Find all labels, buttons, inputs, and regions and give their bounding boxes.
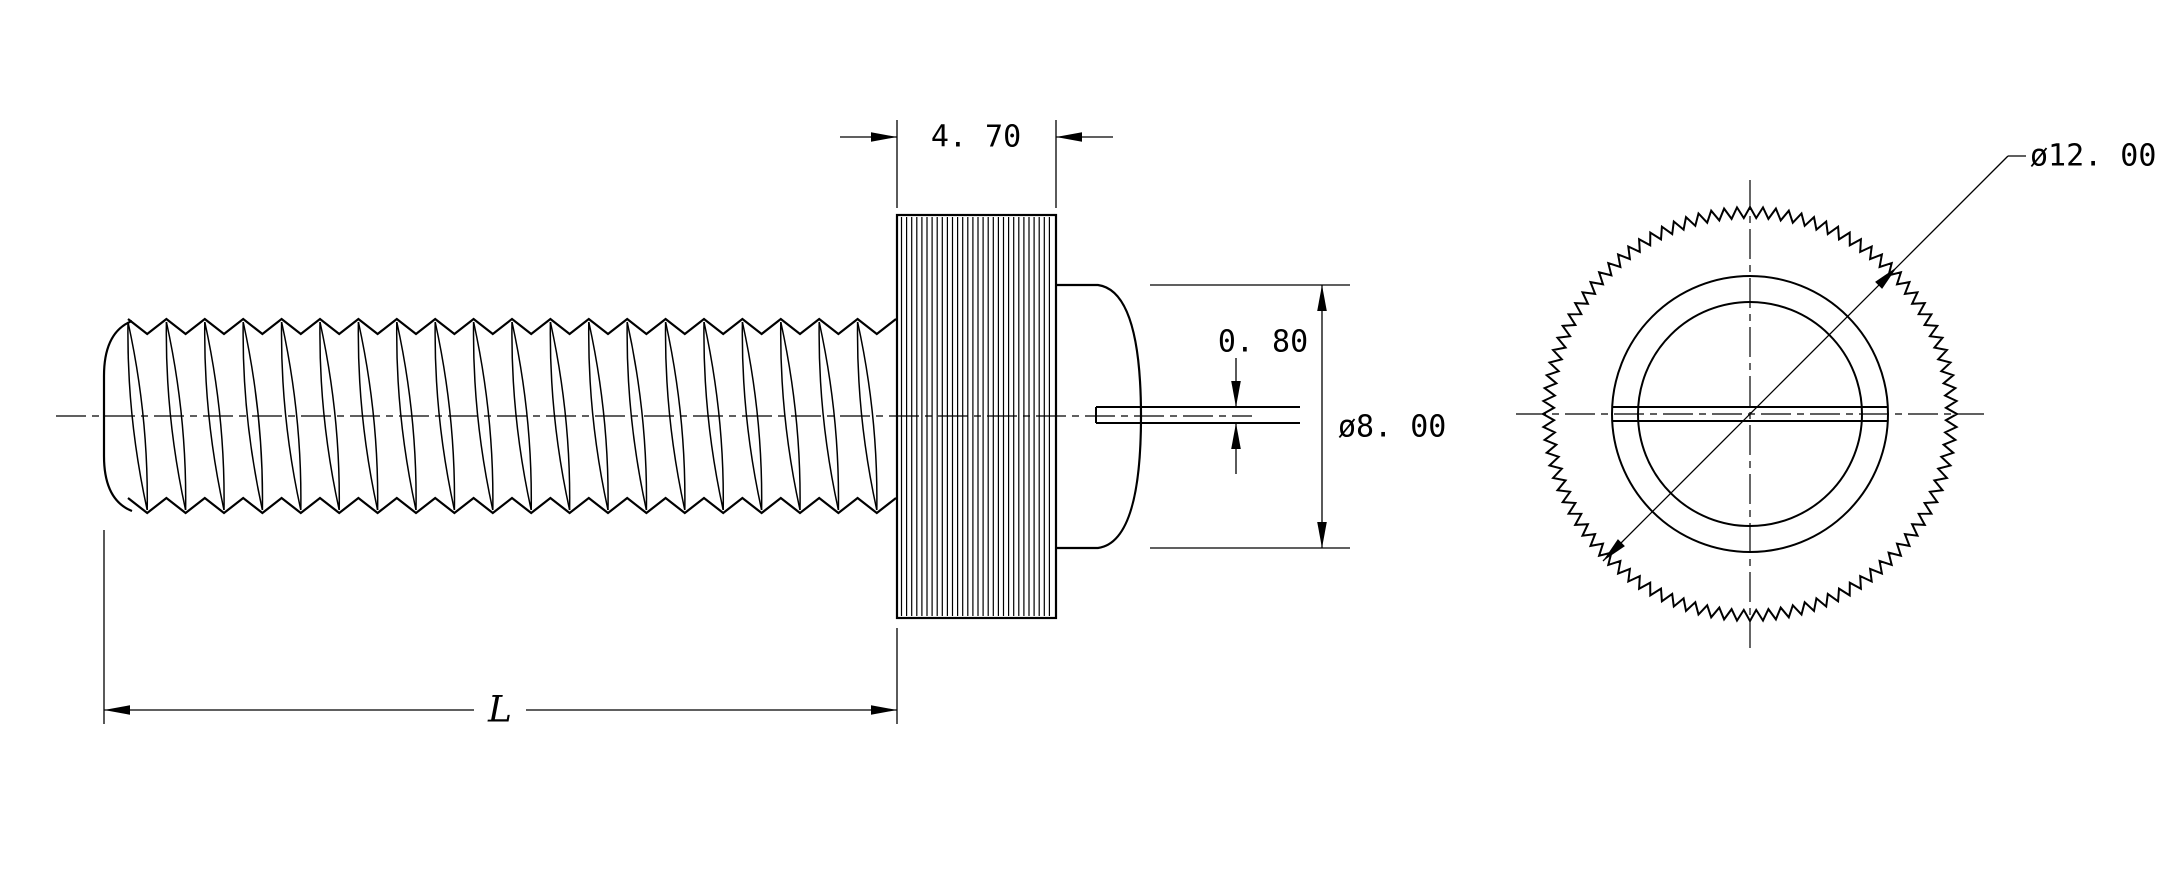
knurled-outer-circle (1540, 204, 1960, 624)
thread-flank (626, 321, 648, 511)
dimension-text-head-width: 4. 70 (931, 120, 1021, 155)
thread-flank (664, 321, 686, 511)
thread-flank (664, 321, 686, 511)
knurl-texture (900, 217, 1051, 616)
slotted-boss (1056, 283, 1300, 550)
boss-circle (1611, 275, 1889, 553)
arrowhead (1317, 285, 1327, 311)
thread-flank (203, 321, 225, 511)
thread-flank (856, 321, 878, 511)
thread-flank (357, 321, 379, 511)
arrowhead (1056, 132, 1082, 142)
thread-flank (357, 321, 379, 511)
thread-flank (587, 321, 609, 511)
arrowhead (1231, 423, 1241, 449)
thread-flank (472, 321, 494, 511)
dimension-slot-width: 0. 80 (1218, 325, 1308, 474)
thread-flank (472, 321, 494, 511)
dimension-head-width: 4. 70 (840, 120, 1113, 208)
knurled-head-side (895, 213, 1058, 620)
thread-flank (818, 321, 840, 511)
head-outline (895, 213, 1058, 620)
arrowhead (1231, 381, 1241, 407)
thread-flank (588, 321, 609, 511)
thread-crest-top (127, 317, 897, 336)
thread-flank (741, 321, 763, 511)
side-view: 4. 70 0. 80 ø8. 00 L (56, 120, 1446, 731)
dimension-line-diagonal (1602, 155, 2009, 562)
thread-flank (242, 321, 264, 511)
screw-tip (102, 319, 133, 513)
thread-flank (741, 321, 763, 511)
arrowhead (1603, 539, 1625, 561)
dimension-text-shaft-diameter: ø8. 00 (1338, 410, 1446, 445)
arrowhead (871, 705, 897, 715)
dimension-head-diameter: ø12. 00 (1602, 139, 2156, 562)
thread-crest-bottom (127, 496, 897, 515)
slot-end-view (1613, 406, 1887, 422)
knurl-teeth-circle (1540, 204, 1960, 624)
thread-flank (434, 321, 456, 511)
arrowhead (871, 132, 897, 142)
thread-flank (626, 321, 648, 511)
arrowhead (1875, 267, 1897, 289)
thread-flank (280, 321, 302, 511)
thread-flank (127, 321, 149, 511)
thread-flank (396, 321, 417, 511)
dimension-text-thread-length: L (487, 690, 512, 731)
dimension-text-head-diameter: ø12. 00 (2030, 139, 2156, 174)
thread-flank (165, 321, 187, 511)
thread-flank (434, 321, 456, 511)
thread-flank (204, 321, 225, 511)
thread-flank (511, 321, 532, 511)
thread-flank (511, 321, 533, 511)
boss-outline (1056, 283, 1143, 550)
thread-flank (703, 321, 725, 511)
thread-flank (242, 321, 264, 511)
thread-flank (703, 321, 724, 511)
inner-circle (1637, 301, 1863, 527)
arrowhead (1317, 522, 1327, 548)
threaded-shaft (102, 317, 897, 515)
dimension-text-slot-width: 0. 80 (1218, 325, 1308, 360)
thread-flank (818, 321, 840, 511)
thread-flank (856, 321, 878, 511)
thread-flank (280, 321, 302, 511)
thread-flank (395, 321, 417, 511)
dimension-thread-length: L (103, 530, 898, 731)
thread-flank (319, 321, 341, 511)
thread-flank (549, 321, 571, 511)
dimension-shaft-diameter: ø8. 00 (1150, 284, 1446, 549)
arrowhead (104, 705, 130, 715)
thread-flank (780, 321, 801, 511)
thread-flank (779, 321, 801, 511)
end-view: ø12. 00 (1516, 139, 2156, 648)
thread-flank (549, 321, 571, 511)
thread-flank (165, 321, 187, 511)
thread-flank (319, 321, 340, 511)
thread-flank (127, 321, 148, 511)
